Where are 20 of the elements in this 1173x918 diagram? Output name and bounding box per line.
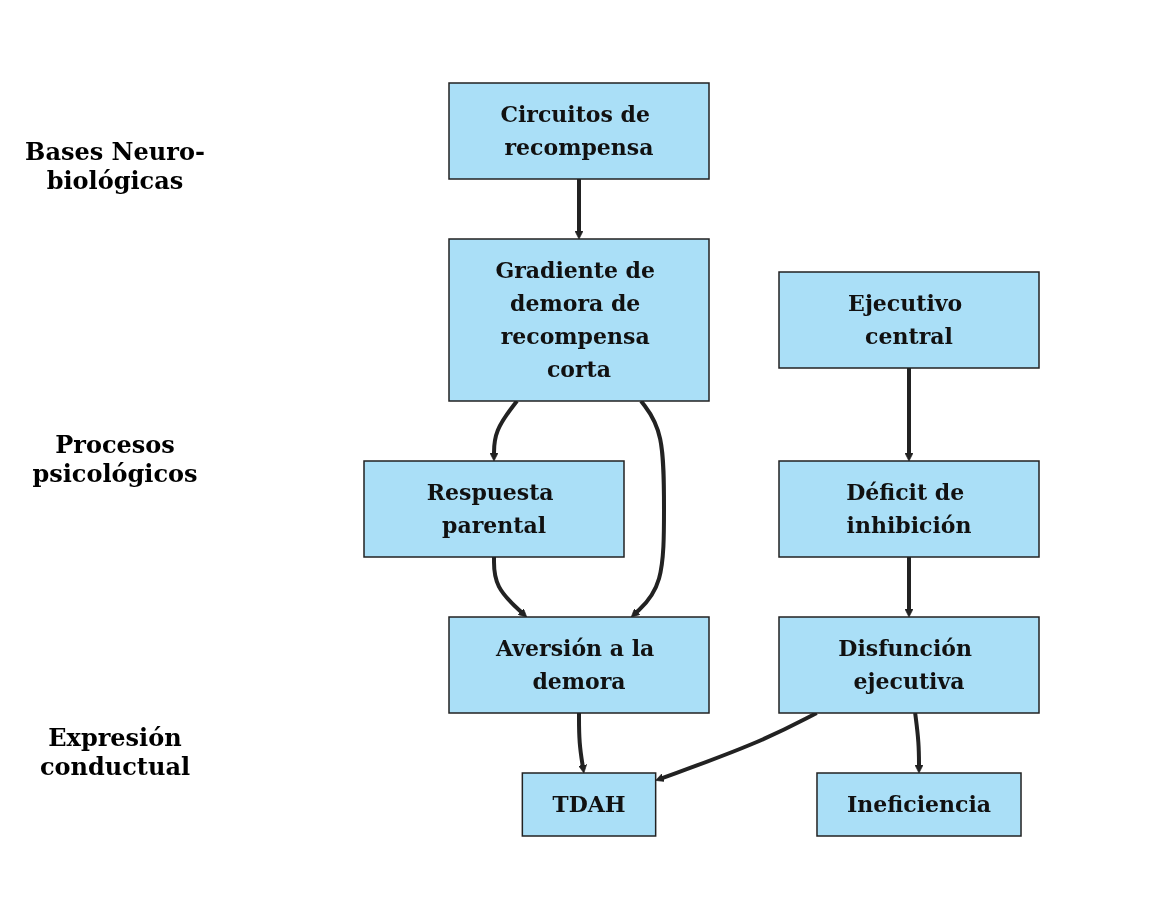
row-label: Bases Neuro-biológicas — [24, 137, 206, 196]
node-box: Ineficiencia — [816, 771, 1022, 837]
arrow — [630, 399, 666, 617]
row-label: Procesos psicológicos — [31, 430, 199, 488]
arrow — [489, 399, 519, 461]
arrow — [904, 367, 914, 461]
node-box: TDAH — [521, 771, 657, 837]
row-label: Expresión conductual — [38, 722, 192, 781]
node-box: Circuitos de recompensa — [448, 81, 710, 180]
arrow — [492, 556, 528, 617]
node-box: Ejecutivo central — [778, 270, 1040, 369]
arrow — [904, 556, 914, 617]
node-box: Aversión a la demora — [448, 615, 710, 714]
arrow — [913, 712, 924, 773]
node-box: Respuesta parental — [363, 459, 625, 558]
arrow — [577, 712, 587, 773]
arrow — [574, 178, 584, 239]
node-box: Disfunción ejecutiva — [778, 615, 1040, 714]
node-box: Gradiente de demora de recompensa corta — [448, 237, 710, 402]
node-box: Déficit de inhibición — [778, 459, 1040, 558]
